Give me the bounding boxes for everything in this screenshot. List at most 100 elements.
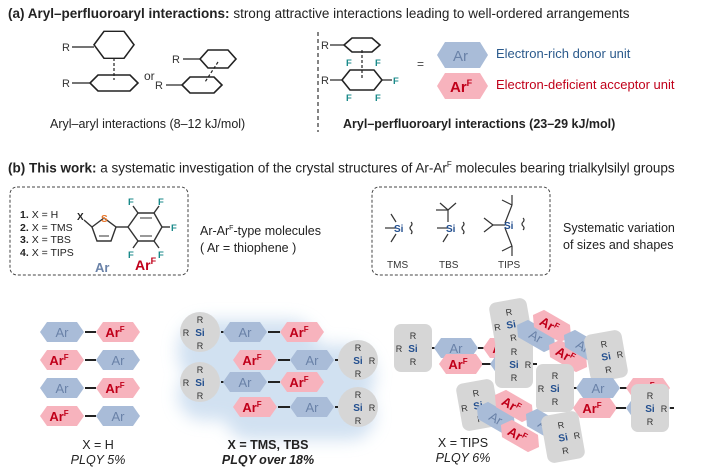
ar-unit-label: Ar [112,353,126,368]
fluorine-label: F [375,93,381,104]
panel-b-title: (b) This work: [8,160,97,176]
silyl-bg [394,324,432,372]
silyl-bg [338,340,378,380]
arf-unit: ArF [280,372,324,392]
r-label: R [197,365,204,375]
r-label: R [355,416,362,426]
variation-description: Systematic variation of sizes and shapes [563,221,675,252]
ar-unit-shape [96,350,140,370]
compound-item: 3. X = TBS [20,234,71,246]
r-label: R [321,40,329,52]
ar-unit-label: Ar [239,375,253,390]
ar-unit: Ar [40,322,84,342]
r-label: R [355,369,362,379]
tms-label: TMS [387,260,408,271]
tbs-structure [436,202,465,243]
ar-unit-shape [576,378,620,398]
r-label: R [647,417,654,427]
fluorine-label: F [158,197,164,208]
r-label: R [505,307,514,318]
si-label: Si [353,403,363,414]
aryl-aryl-caption: Aryl–aryl interactions (8–12 kJ/mol) [50,117,246,131]
r-label: R [396,344,403,354]
ar-unit: Ar [96,350,140,370]
r-label: R [509,332,518,343]
arf-unit-shape [573,398,617,418]
r-label: R [511,347,518,357]
arf-unit-shape [40,406,84,426]
ar-unit-label: Ar [592,381,606,396]
sulfur-label: S [101,214,108,225]
x-label: X [77,212,84,223]
tips-structure [483,195,525,256]
tms-structure [385,213,413,243]
ar-unit-shape [290,350,334,370]
r-label: R [355,343,362,353]
arf-unit: ArF [40,406,84,426]
ar-unit-shape [40,378,84,398]
ar-unit-label: Ar [56,325,70,340]
arf-unit: ArF [96,378,140,398]
arf-unit-shape [96,322,140,342]
ar-unit: Ar [290,397,334,417]
packing-tms-caption: X = TMS, TBS PLQY over 18% [221,438,315,467]
si-label: Si [353,356,363,367]
silyl-bg [180,362,220,402]
donor-hexagon [437,42,488,68]
compound-item: 4. X = TIPS [20,246,74,259]
equals-sign: = [417,57,424,71]
panel-b-header: (b) This work: a systematic investigatio… [8,160,675,176]
fluorine-label: F [128,197,134,208]
ar-unit: Ar [516,319,556,353]
fluorine-label: F [393,76,399,87]
r-label: R [661,404,668,414]
arf-unit: ArF [233,350,277,370]
r-label: R [552,371,559,381]
r-label: R [321,75,329,87]
r-label: R [616,349,625,360]
fluorine-label: F [346,93,352,104]
aryl-perfluoroaryl-stack [330,37,392,91]
molecule-description: Ar-ArF-type molecules ( Ar = thiophene ) [200,224,321,256]
r-label: R [355,390,362,400]
silyl-bg [536,364,574,412]
ar-unit-shape [223,322,267,342]
r-label: R [197,315,204,325]
silyl-bg [180,312,220,352]
legend-donor: Ar [437,42,488,68]
r-label: R [183,378,190,388]
compound-box [9,186,189,276]
arf-unit-shape [280,322,324,342]
r-label: R [511,373,518,383]
panel-a-title: (a) Aryl–perfluoroaryl interactions: [8,6,230,21]
r-label: R [410,357,417,367]
fluorine-label: F [346,58,352,69]
arf-unit: ArF [280,322,324,342]
silyl-bg [338,387,378,427]
ar-unit-label: Ar [112,409,126,424]
si-label: Si [550,384,560,395]
ar-unit: Ar [576,378,620,398]
si-label: Si [504,221,514,232]
r-label: R [493,322,502,333]
tips-label: TIPS [498,260,521,271]
r-label: R [197,341,204,351]
si-label: Si [195,328,205,339]
donor-symbol: Ar [453,48,468,65]
thiophene-pentafluorophenyl-structure [83,205,170,249]
arf-label: ArF [135,256,157,273]
ar-unit: Ar [223,372,267,392]
r-label: R [472,388,481,399]
r-label: R [561,445,570,456]
benzene-stack-face-to-face [72,30,140,92]
ar-unit-shape [223,372,267,392]
arf-unit-shape [439,354,483,374]
arf-unit-shape [532,309,572,343]
